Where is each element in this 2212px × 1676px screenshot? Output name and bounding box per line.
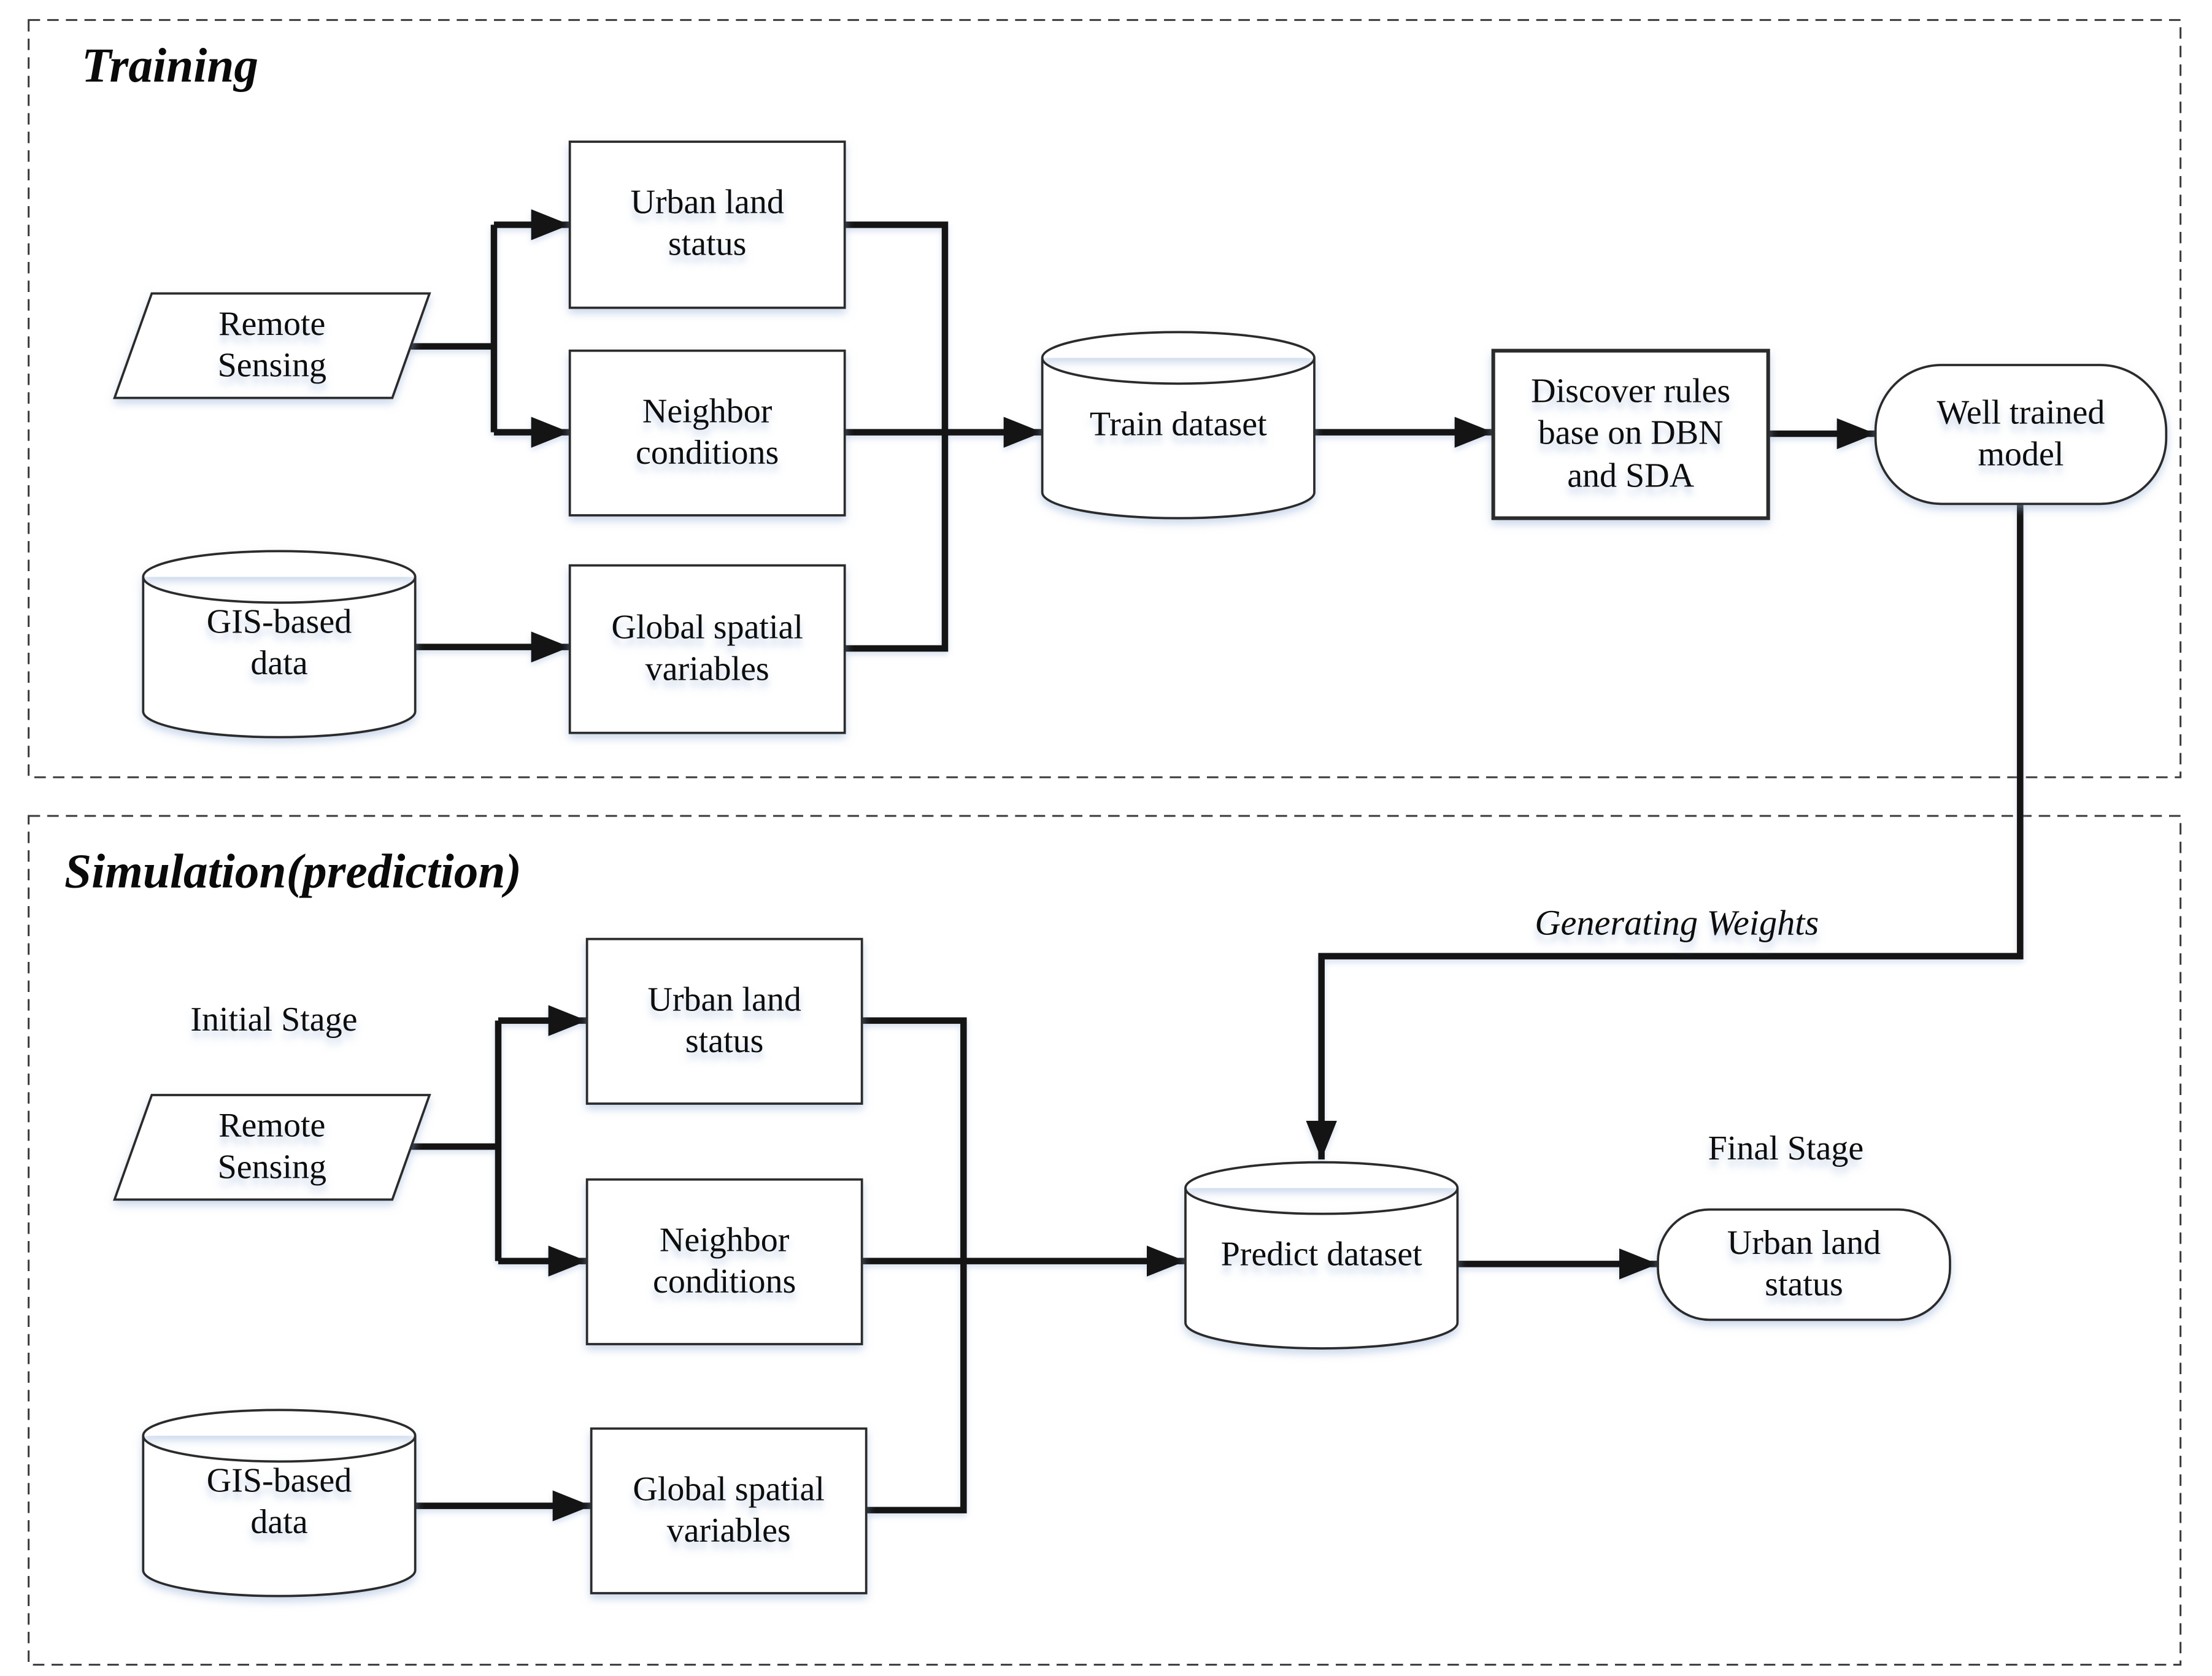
- global-spatial-box-2: [590, 1427, 868, 1594]
- initial-stage-label: Initial Stage: [190, 1002, 358, 1039]
- well-trained-model-stadium: [1874, 364, 2168, 505]
- connector-remote-sensing-branch-2: [410, 1020, 502, 1261]
- connector-remote-sensing-branch-1: [410, 225, 498, 432]
- remote-sensing-parallelogram-1: [113, 292, 431, 399]
- urban-land-status-box-1: [568, 140, 846, 309]
- connector-generating-weights: [1306, 504, 2024, 1159]
- gis-data-cylinder-2: [142, 1409, 417, 1597]
- training-section-border: [28, 19, 2182, 778]
- final-stage-label: Final Stage: [1708, 1131, 1864, 1168]
- remote-sensing-parallelogram-2: [113, 1094, 431, 1201]
- gis-data-cylinder-1: [142, 550, 417, 739]
- neighbor-conditions-box-2: [585, 1178, 863, 1345]
- connector-collector-1: [844, 221, 949, 652]
- discover-rules-box: [1491, 348, 1770, 520]
- global-spatial-box-1: [568, 564, 846, 734]
- urban-land-status-box-2: [585, 937, 863, 1105]
- simulation-title: Simulation(prediction): [64, 845, 522, 899]
- connector-collector-2: [861, 1017, 967, 1513]
- final-urban-land-status-stadium: [1657, 1208, 1951, 1321]
- neighbor-conditions-box-1: [568, 349, 846, 517]
- training-title: Training: [81, 40, 259, 93]
- simulation-section-border: [28, 815, 2182, 1666]
- predict-dataset-cylinder: [1184, 1161, 1459, 1350]
- generating-weights-label: Generating Weights: [1535, 904, 1819, 944]
- train-dataset-cylinder: [1041, 331, 1316, 520]
